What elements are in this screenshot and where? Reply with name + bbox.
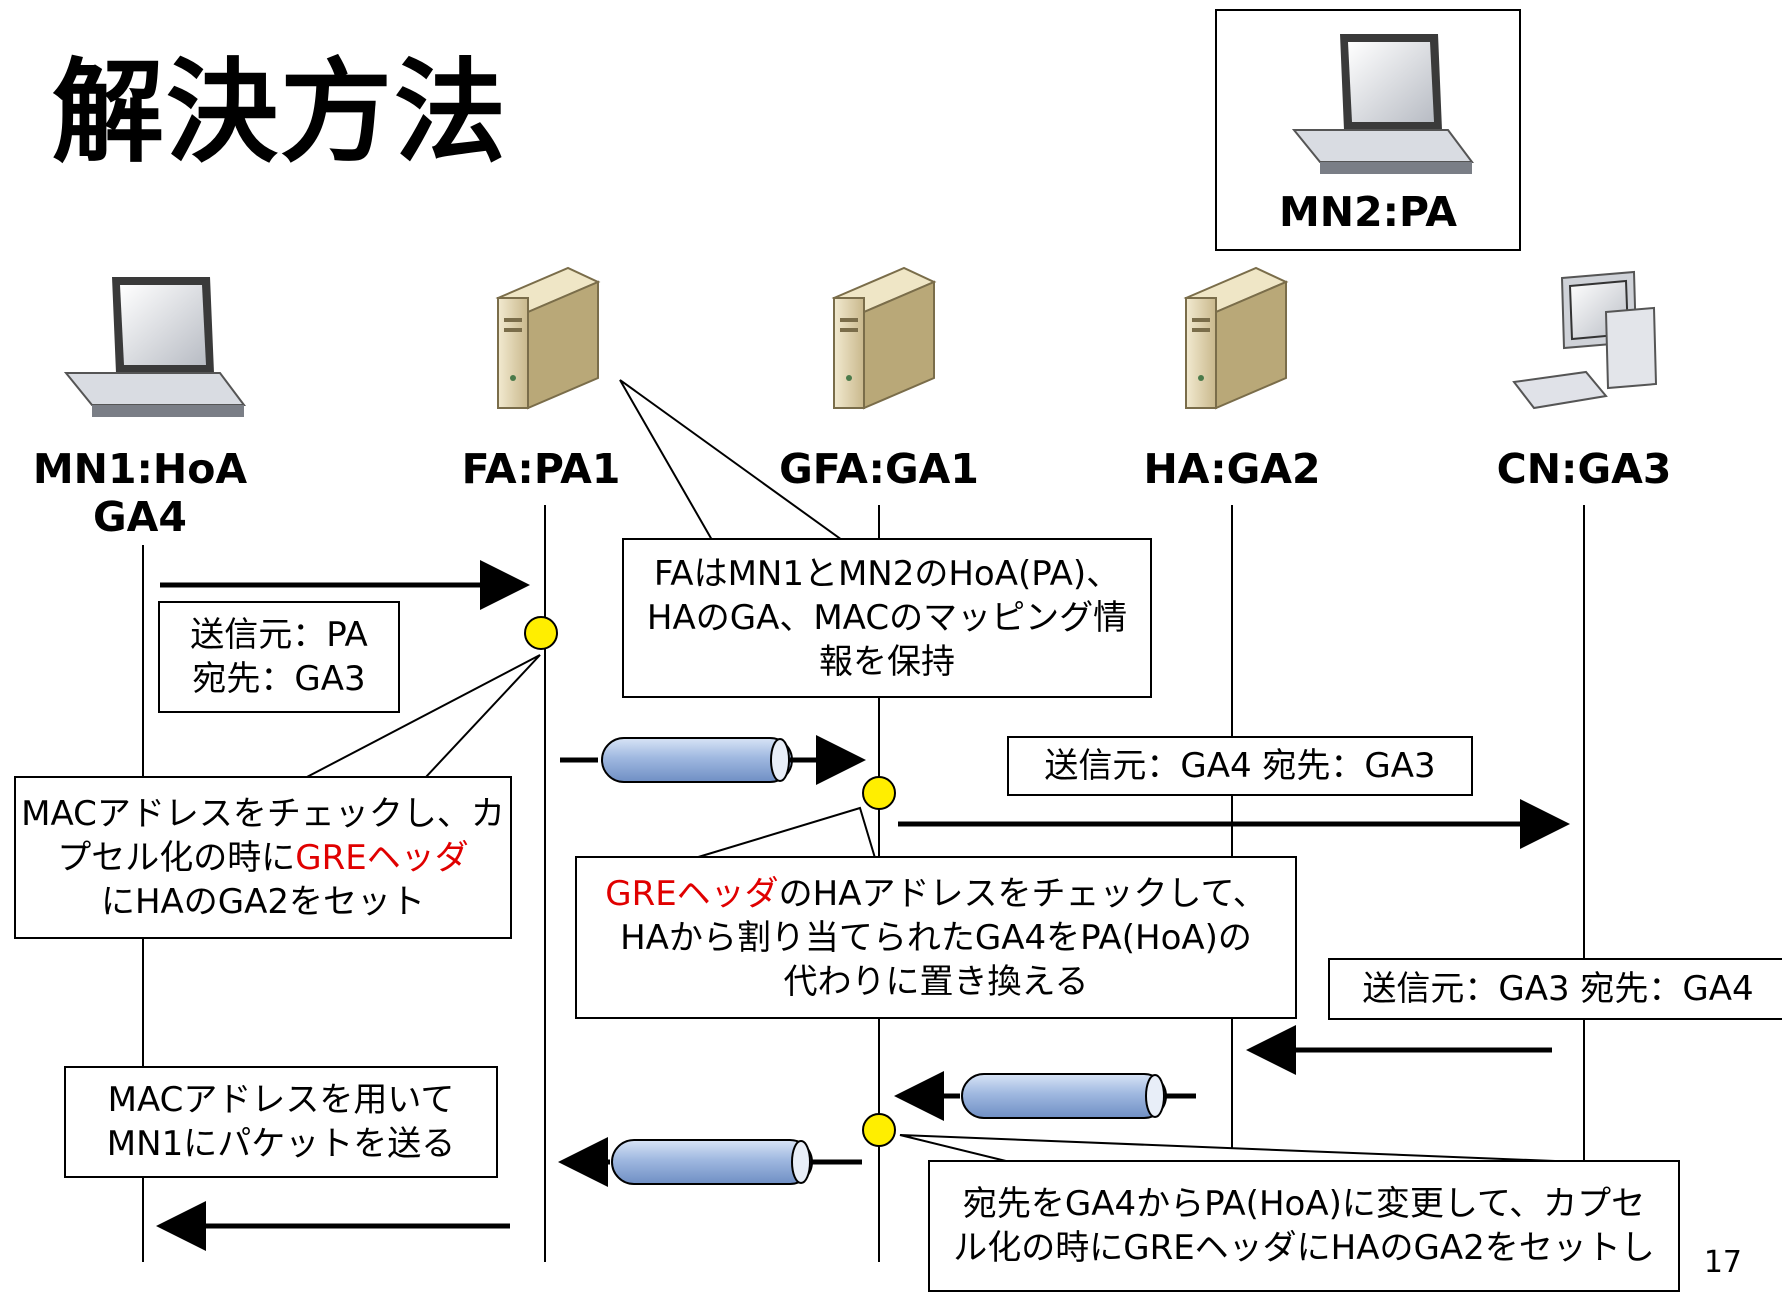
laptop-icon-mn2 xyxy=(1291,34,1474,174)
fa-mapping-line1: FAはMN1とMN2のHoA(PA)、 xyxy=(653,554,1121,594)
packet-header-box-3: 送信元：GA3 宛先：GA4 xyxy=(1328,958,1782,1020)
packet-header-box-2: 送信元：GA4 宛先：GA3 xyxy=(1007,736,1473,796)
node-label-mn1: MN1:HoA GA4 xyxy=(0,445,290,541)
page-number: 17 xyxy=(1703,1245,1742,1280)
mac-send-note: MACアドレスを用いて MN1にパケットを送る xyxy=(64,1066,498,1178)
gre-check-note: GREヘッダのHAアドレスをチェックして、 HAから割り当てられたGA4をPA(… xyxy=(575,856,1297,1019)
gre-check-line1-text: のHAアドレスをチェックして、 xyxy=(778,873,1267,914)
dst-change-line1: 宛先をGA4からPA(HoA)に変更して、カプセ xyxy=(962,1184,1646,1224)
node-label-mn1-line1: MN1:HoA xyxy=(32,445,248,493)
fa-mapping-line3: 報を保持 xyxy=(819,642,955,682)
callout-pointer-gre-check xyxy=(694,806,877,859)
packet-header-box-1: 送信元：PA 宛先：GA3 xyxy=(158,601,400,713)
gre-check-line3: 代わりに置き換える xyxy=(783,961,1089,1002)
node-label-ha: HA:GA2 xyxy=(1143,445,1321,493)
node-label-cn: CN:GA3 xyxy=(1496,445,1672,493)
mac-send-line2: MN1にパケットを送る xyxy=(106,1124,456,1164)
gre-check-line2: HAから割り当てられたGA4をPA(HoA)の xyxy=(620,917,1252,958)
server-icon-fa xyxy=(495,266,601,410)
mac-send-line1: MACアドレスを用いて xyxy=(107,1080,455,1120)
fa-mapping-line2: HAのGA、MACのマッピング情 xyxy=(646,598,1128,638)
src-label-1: 送信元：PA xyxy=(190,615,368,655)
marker-gfa-lower xyxy=(862,1113,896,1147)
mac-check-line3: にHAのGA2をセット xyxy=(100,881,426,922)
marker-fa xyxy=(524,616,558,650)
callout-pointer-dst-change xyxy=(899,1134,1581,1163)
tunnel-gfa-to-fa xyxy=(558,1137,862,1187)
dst-change-line2: ル化の時にGREヘッダにHAのGA2をセットし xyxy=(953,1228,1655,1268)
fa-mapping-note: FAはMN1とMN2のHoA(PA)、 HAのGA、MACのマッピング情 報を保… xyxy=(622,538,1152,698)
server-icon-gfa xyxy=(831,266,937,410)
node-label-mn2: MN2:PA xyxy=(1278,188,1458,236)
gre-header-highlight-1: GREヘッダ xyxy=(295,837,469,878)
mac-check-note: MACアドレスをチェックし、カ プセル化の時にGREヘッダ にHAのGA2をセッ… xyxy=(14,776,512,939)
page-title: 解決方法 xyxy=(52,48,508,178)
tunnel-ha-to-gfa xyxy=(894,1071,1196,1121)
gre-check-line1: GREヘッダのHAアドレスをチェックして、 xyxy=(605,872,1267,916)
marker-gfa-upper xyxy=(862,776,896,810)
node-label-fa: FA:PA1 xyxy=(461,445,621,493)
mac-check-line2: プセル化の時にGREヘッダ xyxy=(57,836,468,880)
desktop-icon-cn xyxy=(1512,270,1658,410)
laptop-icon-mn1 xyxy=(63,277,246,417)
tunnel-fa-to-gfa xyxy=(560,735,866,785)
dst-change-note: 宛先をGA4からPA(HoA)に変更して、カプセ ル化の時にGREヘッダにHAの… xyxy=(928,1160,1680,1292)
dst-label-1: 宛先：GA3 xyxy=(192,659,366,699)
server-icon-ha xyxy=(1183,266,1289,410)
mac-check-line1: MACアドレスをチェックし、カ xyxy=(21,793,505,834)
gre-header-highlight-2: GREヘッダ xyxy=(605,873,779,914)
node-label-gfa: GFA:GA1 xyxy=(779,445,979,493)
node-label-mn1-line2: GA4 xyxy=(93,493,187,541)
mac-check-line2-text: プセル化の時に xyxy=(57,837,296,878)
